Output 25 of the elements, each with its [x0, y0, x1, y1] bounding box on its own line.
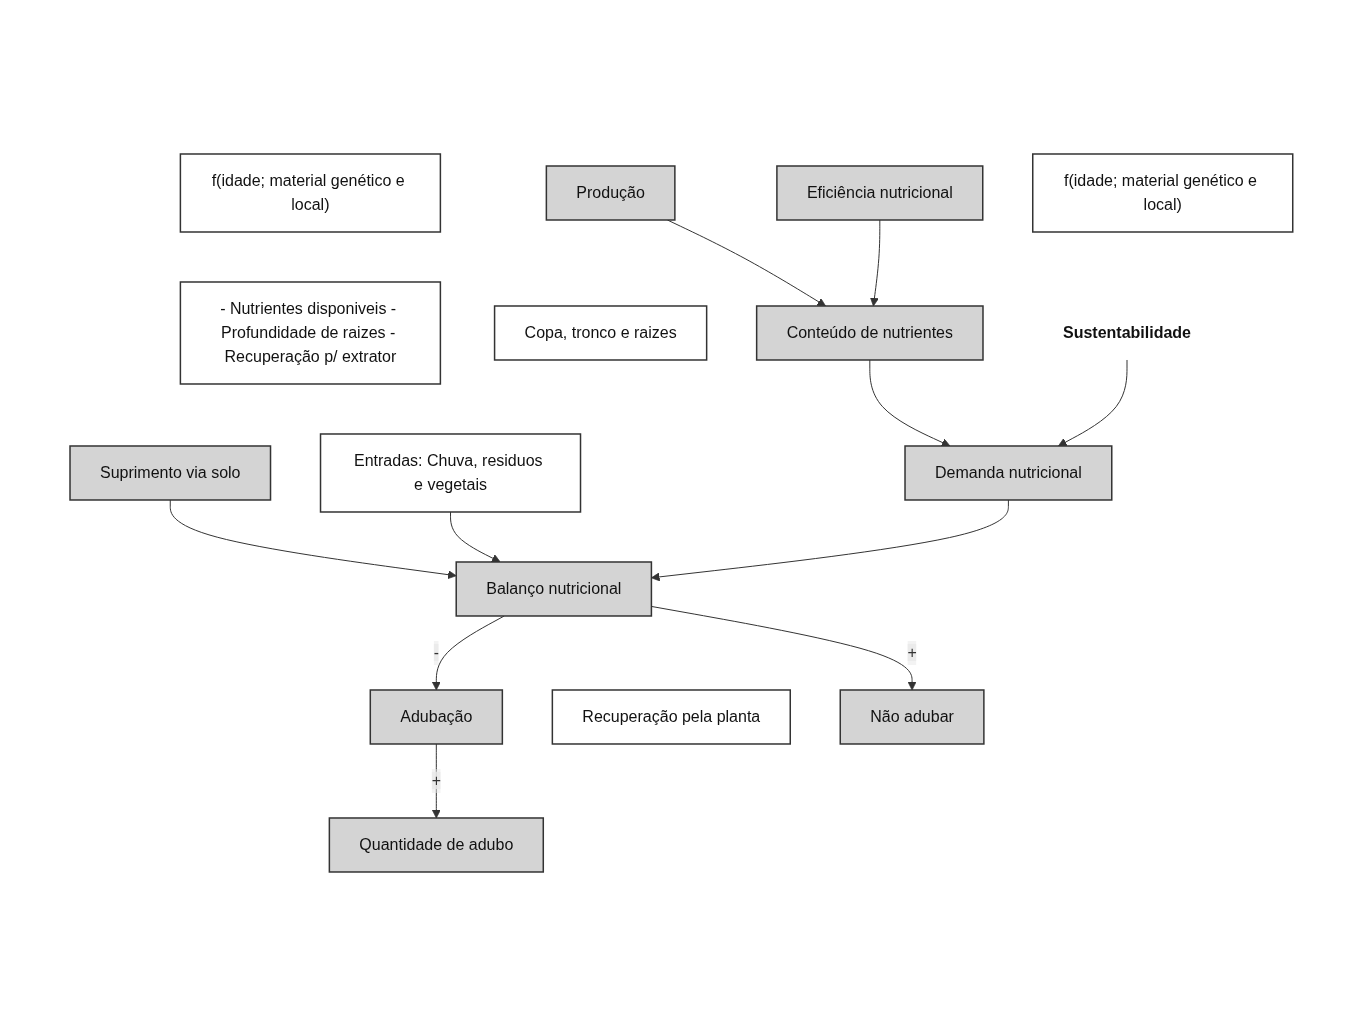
- arrow: [169, 499, 457, 580]
- node-box: f(idade; material genético e local): [179, 153, 442, 233]
- node-box: Recuperação pela planta: [551, 689, 792, 745]
- node-box: Produção: [545, 165, 676, 221]
- node-box: f(idade; material genético e local): [1032, 153, 1294, 233]
- node-box: Conteúdo de nutrientes: [756, 305, 984, 361]
- node-text: Sustentabilidade: [1063, 324, 1192, 341]
- node-box: - Nutrientes disponiveis - Profundidade de raizes - Recuperação p/ extrator: [179, 281, 442, 385]
- arrow: [651, 499, 1009, 582]
- node-box: Não adubar: [839, 689, 985, 745]
- node-box: Demanda nutricional: [904, 445, 1113, 501]
- node-box: Entradas: Chuva, residuos e vegetais: [319, 433, 582, 513]
- edge-label: +: [431, 771, 442, 789]
- arrow: [450, 511, 501, 563]
- node-box: Adubação: [369, 689, 504, 745]
- arrow: [870, 219, 881, 307]
- node-box: Suprimento via solo: [69, 445, 272, 501]
- arrow: [1058, 359, 1128, 447]
- arrow: [869, 359, 951, 447]
- node-box: Copa, tronco e raizes: [493, 305, 708, 361]
- node-box: Balanço nutricional: [455, 561, 653, 617]
- edge-label: +: [907, 643, 917, 661]
- edge-label: -: [433, 643, 440, 661]
- node-box: Quantidade de adubo: [328, 817, 545, 873]
- node-box: Eficiência nutricional: [776, 165, 984, 221]
